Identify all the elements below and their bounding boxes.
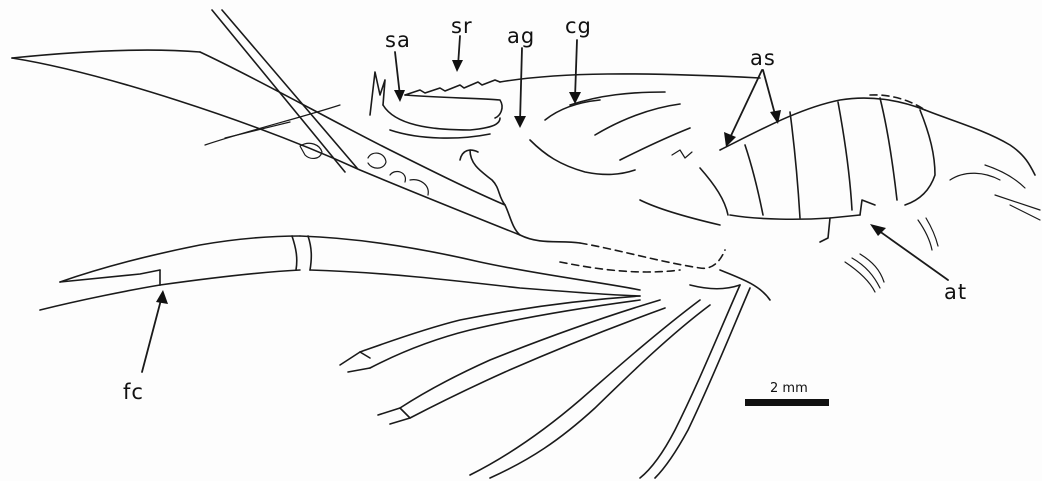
scale-bar [745, 399, 829, 406]
abdomen [700, 95, 1040, 242]
first-chela [40, 236, 640, 310]
crossing-rod [212, 10, 357, 172]
antennule-fragments [205, 105, 428, 195]
antennal-flagellum [12, 50, 520, 235]
walking-legs [340, 262, 770, 478]
label-as: as [750, 48, 776, 69]
label-leaders [142, 36, 948, 372]
pleopod-setae [845, 218, 938, 292]
antennal-scale [370, 72, 500, 138]
label-sr: sr [451, 16, 473, 37]
label-ag: ag [507, 26, 535, 47]
label-fc: fc [123, 382, 144, 403]
label-cg: cg [565, 16, 592, 37]
scale-bar-label: 2 mm [770, 382, 808, 395]
label-sa: sa [385, 30, 411, 51]
rostrum [405, 74, 760, 118]
label-at: at [944, 282, 967, 303]
